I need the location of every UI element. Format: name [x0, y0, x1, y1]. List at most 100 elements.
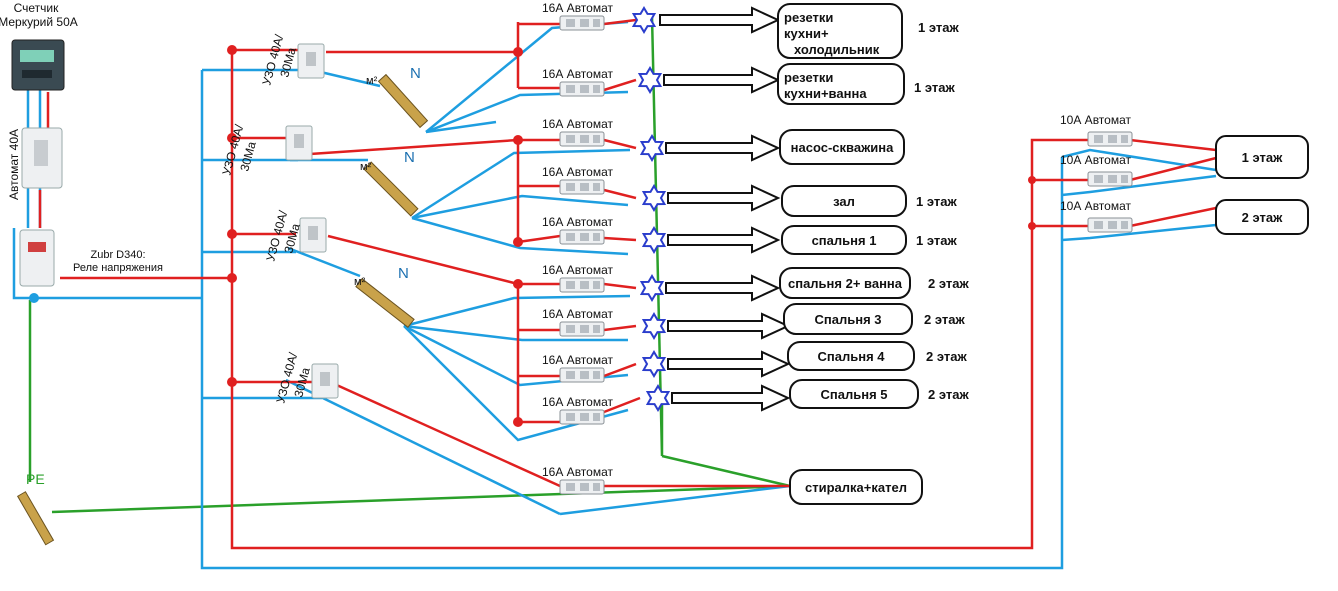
circuit-2-label-line2: кухни+ванна — [784, 86, 867, 101]
junction-star-5-icon — [641, 226, 667, 254]
relay-label-line2: Реле напряжения — [73, 262, 163, 274]
feed-arrow-9-icon — [671, 384, 791, 412]
rcd-3-icon — [299, 217, 327, 253]
feed-arrow-7-icon — [667, 312, 791, 340]
lighting-1-box — [1215, 135, 1309, 179]
circuit-3-label-line1: насос-скважина — [791, 140, 894, 155]
circuit-1-floor: 1 этаж — [918, 20, 959, 35]
circuit-1-label-line3: холодильник — [794, 42, 880, 57]
breaker-16a-2-label: 16А Автомат — [542, 67, 613, 81]
breaker-16a-5-icon — [559, 229, 605, 245]
main-breaker-icon — [21, 127, 63, 189]
breaker-16a-9-icon — [559, 409, 605, 425]
circuit-9-floor: 2 этаж — [928, 387, 969, 402]
junction-dot — [1028, 176, 1036, 184]
circuit-7-box — [783, 303, 913, 335]
feed-arrow-1-icon — [659, 6, 781, 34]
neutral-label-2: N — [404, 149, 415, 166]
breaker-16a-3-icon — [559, 131, 605, 147]
neutral-junction-dot — [29, 293, 39, 303]
circuit-8-label-line1: Спальня 4 — [818, 349, 886, 364]
busbar-2-mark: м² — [360, 161, 372, 173]
circuit-8-floor: 2 этаж — [926, 349, 967, 364]
circuit-10: стиралка+кател — [789, 469, 923, 505]
feed-arrow-4-icon — [667, 184, 781, 212]
feed-arrow-8-icon — [667, 350, 791, 378]
circuit-5-label-line1: спальня 1 — [812, 233, 877, 248]
breaker-16a-7-label: 16А Автомат — [542, 307, 613, 321]
voltage-relay-icon — [19, 229, 55, 287]
circuit-10-box — [789, 469, 923, 505]
pe-label: PE — [26, 471, 45, 487]
circuit-1-label-line1: резетки — [784, 10, 833, 25]
breaker-16a-9-label: 16А Автомат — [542, 395, 613, 409]
busbar-1-mark: м² — [366, 75, 378, 87]
junction-dot — [513, 237, 523, 247]
circuit-10-label-line1: стиралка+кател — [805, 480, 907, 495]
lighting-2-label: 2 этаж — [1242, 210, 1283, 225]
circuit-6-box — [779, 267, 911, 299]
circuit-5-box — [781, 225, 907, 255]
neutral-label-1: N — [410, 65, 421, 82]
junction-star-7-icon — [641, 312, 667, 340]
rcd-4-icon — [311, 363, 339, 399]
circuit-6-floor: 2 этаж — [928, 276, 969, 291]
breaker-16a-7-icon — [559, 321, 605, 337]
phase-wires — [38, 18, 1217, 550]
junction-points — [29, 45, 1036, 427]
breaker-16a-1-label: 16А Автомат — [542, 1, 613, 15]
lighting-1-label: 1 этаж — [1242, 150, 1283, 165]
main-breaker-label: Автомат 40А — [7, 129, 21, 200]
circuit-1-box — [777, 3, 903, 59]
circuit-4-box — [781, 185, 907, 217]
junction-star-2-icon — [637, 66, 663, 94]
junction-dot — [513, 279, 523, 289]
neutral-busbar-2-icon — [363, 161, 419, 217]
circuit-9-box — [789, 379, 919, 409]
circuit-7-floor: 2 этаж — [924, 312, 965, 327]
circuit-1-label-line2: кухни+ — [784, 26, 829, 41]
breaker-16a-4-label: 16А Автомат — [542, 165, 613, 179]
breaker-10a-1-icon — [1087, 131, 1133, 147]
circuit-8: Спальня 4 2 этаж — [787, 341, 967, 371]
circuit-3-box — [779, 129, 905, 165]
breaker-16a-8-icon — [559, 367, 605, 383]
circuit-5-floor: 1 этаж — [916, 233, 957, 248]
junction-dot — [227, 273, 237, 283]
junction-dot — [227, 229, 237, 239]
feed-arrow-5-icon — [667, 226, 781, 254]
feed-arrow-2-icon — [663, 66, 781, 94]
breaker-16a-8-label: 16А Автомат — [542, 353, 613, 367]
pe-busbar-icon — [16, 491, 55, 546]
neutral-busbar-1-icon — [377, 73, 429, 129]
junction-dot — [513, 135, 523, 145]
junction-star-8-icon — [641, 350, 667, 378]
breaker-10a-1-label: 10А Автомат — [1060, 113, 1131, 127]
relay-label-line1: Zubr D340: — [90, 249, 145, 261]
neutral-busbar-3-icon — [355, 278, 415, 328]
meter-label-line1: Счетчик — [14, 1, 60, 15]
breaker-16a-6-icon — [559, 277, 605, 293]
breaker-10a-3-label: 10А Автомат — [1060, 199, 1131, 213]
ground-wires — [28, 15, 791, 514]
circuit-4-floor: 1 этаж — [916, 194, 957, 209]
circuit-6-label-line1: спальня 2+ ванна — [788, 276, 903, 291]
lighting-2-box — [1215, 199, 1309, 235]
junction-dot — [513, 417, 523, 427]
breaker-10a-2-icon — [1087, 171, 1133, 187]
breaker-16a-3-label: 16А Автомат — [542, 117, 613, 131]
junction-dot — [1028, 222, 1036, 230]
circuit-6: спальня 2+ ванна 2 этаж — [779, 267, 969, 299]
breaker-16a-6-label: 16А Автомат — [542, 263, 613, 277]
breaker-16a-1-icon — [559, 15, 605, 31]
junction-star-6-icon — [639, 274, 665, 302]
energy-meter-icon — [11, 39, 65, 91]
breaker-16a-5-label: 16А Автомат — [542, 215, 613, 229]
circuit-3: насос-скважина — [779, 129, 905, 165]
junction-star-9-icon — [645, 384, 671, 412]
neutral-wires — [12, 20, 1217, 570]
breaker-16a-10-icon — [559, 479, 605, 495]
